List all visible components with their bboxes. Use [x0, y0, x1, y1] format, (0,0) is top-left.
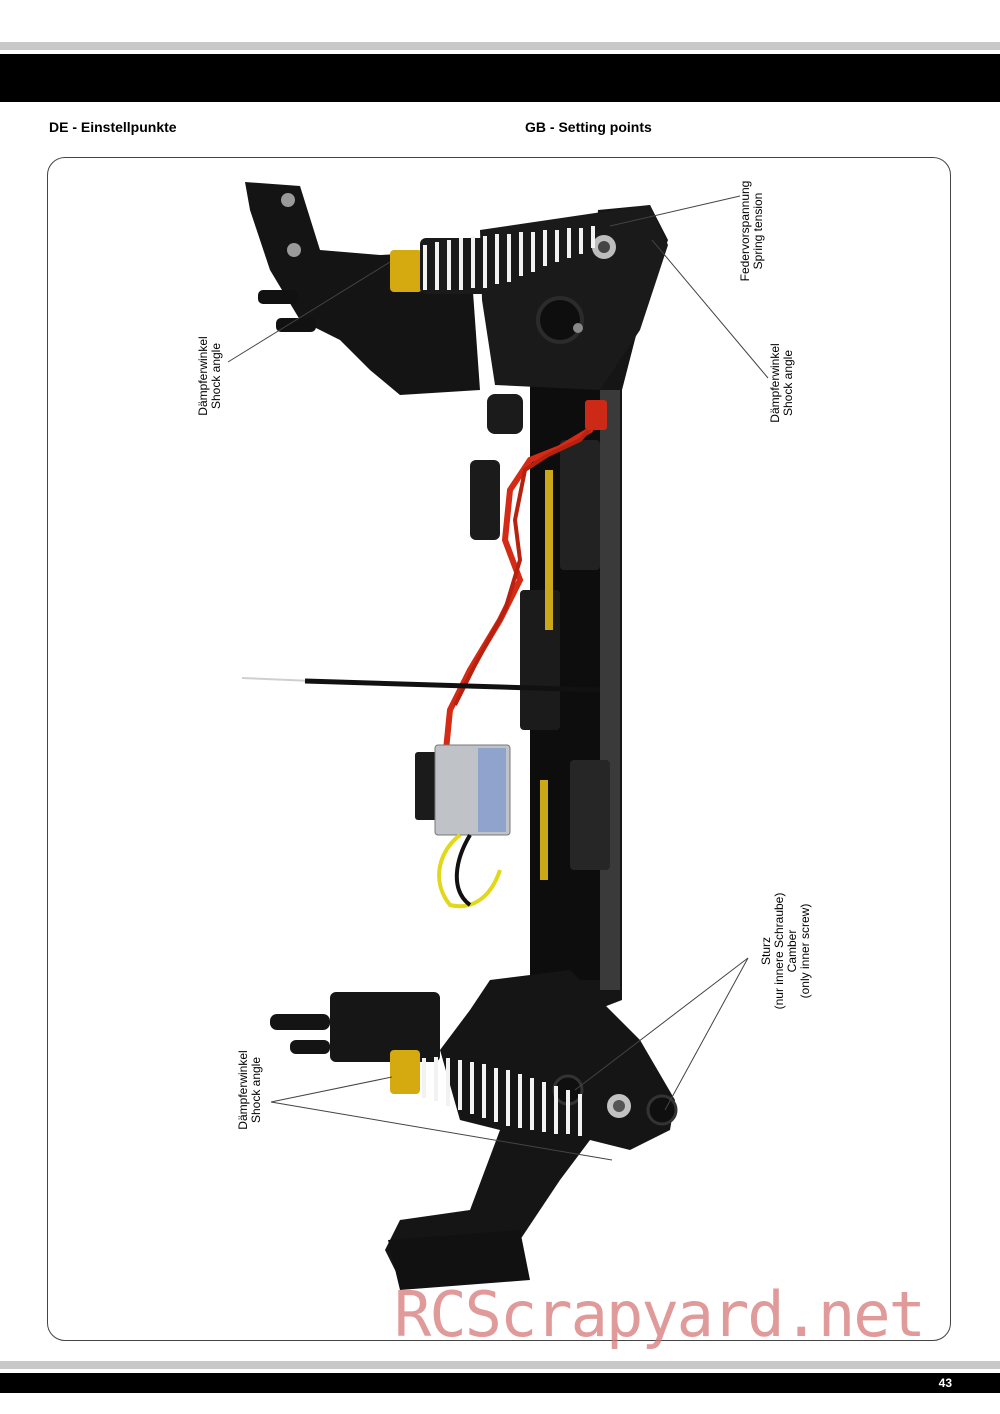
header-gray-rule	[0, 42, 1000, 50]
page-number: 43	[938, 1376, 952, 1390]
leader-lines	[227, 195, 769, 1161]
label-shock-angle-bottom-left: Dämpferwinkel Shock angle	[236, 1045, 263, 1135]
label-spring-tension: Federvorspannung Spring tension	[738, 176, 765, 286]
figure-frame	[47, 157, 951, 1341]
spring-top	[423, 226, 595, 290]
footer-black-bar	[0, 1373, 1000, 1393]
label-shock-angle-bottom-left-gb: Shock angle	[249, 1056, 263, 1124]
front-suspension	[245, 182, 668, 395]
label-shock-angle-top-left: Dämpferwinkel Shock angle	[196, 331, 223, 421]
heading-gb: GB - Setting points	[525, 119, 652, 135]
header-black-bar	[0, 54, 1000, 102]
label-spring-tension-gb: Spring tension	[751, 192, 765, 270]
label-shock-angle-top-left-gb: Shock angle	[209, 342, 223, 410]
heading-de: DE - Einstellpunkte	[49, 119, 177, 135]
label-shock-angle-top-right: Dämpferwinkel Shock angle	[768, 338, 795, 428]
label-camber: Sturz (nur innere Schraube) Camber (only…	[759, 881, 812, 1021]
shock-body-bottom	[390, 1050, 420, 1094]
label-shock-angle-top-right-gb: Shock angle	[781, 349, 795, 417]
spring-bottom	[422, 1057, 582, 1136]
footer-gray-rule	[0, 1361, 1000, 1369]
electronics	[241, 394, 610, 909]
shock-body-top	[390, 250, 422, 292]
watermark: RCScrapyard.net	[394, 1278, 926, 1351]
rear-suspension	[270, 970, 678, 1290]
label-camber-line4: (only inner screw)	[798, 903, 812, 999]
